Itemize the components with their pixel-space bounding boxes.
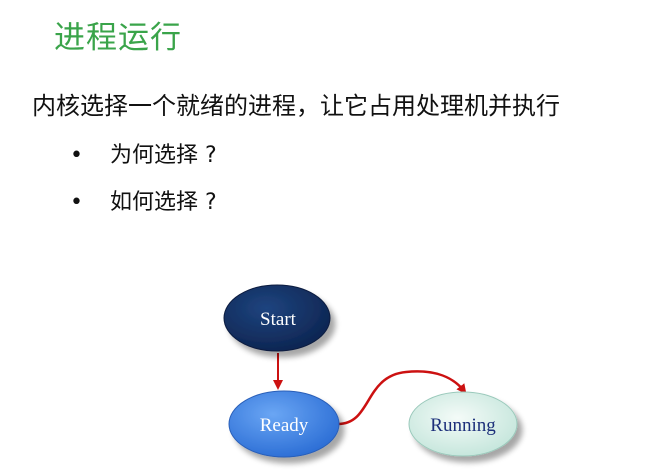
bullet-item-how: • 如何选择 ?: [70, 184, 217, 216]
node-start: [223, 284, 331, 352]
node-ready: [228, 390, 340, 458]
bullet-text: 如何选择 ?: [110, 190, 217, 215]
bullet-marker: •: [70, 190, 83, 215]
edge-ready-to-running: [337, 370, 467, 426]
bullet-text: 为何选择 ?: [110, 143, 217, 168]
node-start-label: Start: [260, 309, 297, 330]
slide-title: 进程运行: [54, 20, 182, 56]
node-running-label: Running: [430, 415, 496, 436]
bullet-marker: •: [70, 143, 83, 168]
main-statement: 内核选择一个就绪的进程，让它占用处理机并执行: [32, 92, 560, 120]
bullet-item-why: • 为何选择 ?: [70, 137, 217, 169]
node-ready-label: Ready: [260, 415, 309, 436]
node-running: [408, 391, 518, 457]
